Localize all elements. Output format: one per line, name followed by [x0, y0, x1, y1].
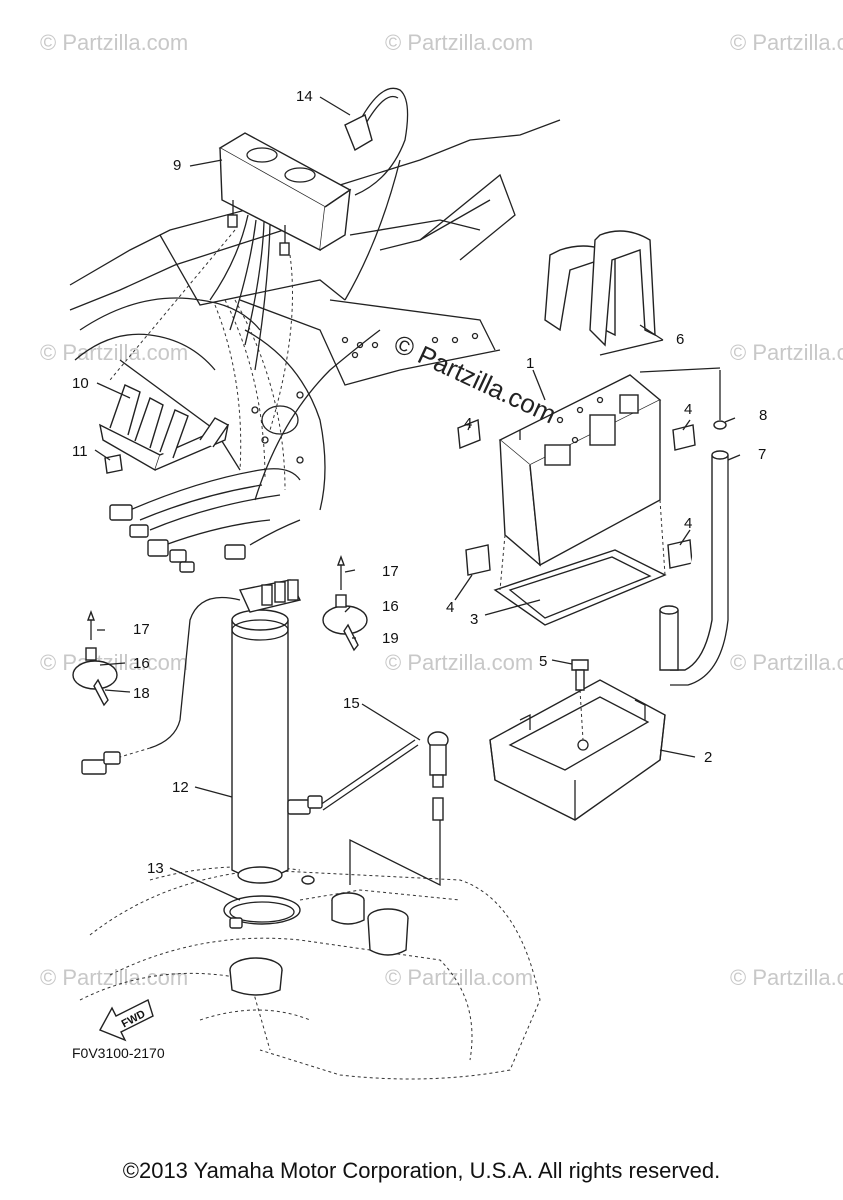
- callout-4: 4: [684, 401, 692, 418]
- callout-15: 15: [343, 695, 360, 712]
- watermark-layer: © Partzilla.com © Partzilla.com © Partzi…: [40, 30, 843, 990]
- hull-frame: [69, 119, 561, 511]
- callout-1: 1: [526, 355, 534, 372]
- callout-18: 18: [133, 685, 150, 702]
- callout-5: 5: [539, 653, 547, 670]
- callout-4: 4: [446, 599, 454, 616]
- callout-11: 11: [72, 443, 88, 460]
- callout-19: 19: [382, 630, 399, 647]
- callout-17: 17: [133, 621, 150, 638]
- part-12-fuel-sender: [81, 579, 302, 884]
- callout-8: 8: [759, 407, 767, 424]
- watermark: © Partzilla.com: [730, 965, 843, 990]
- watermark: © Partzilla.com: [730, 340, 843, 365]
- callout-4: 4: [464, 415, 472, 432]
- part-6-battery-straps: [544, 230, 656, 347]
- part-13-clamp: [223, 895, 301, 996]
- callout-3: 3: [470, 611, 478, 628]
- diagram-code: F0V3100-2170: [72, 1045, 165, 1061]
- fwd-arrow-icon: FWD: [99, 999, 154, 1042]
- callout-2: 2: [704, 749, 712, 766]
- wiring-harness: [109, 468, 301, 573]
- part-4-pads: [457, 419, 696, 576]
- watermark: © Partzilla.com: [385, 650, 533, 675]
- center-watermark: © Partzilla.com: [389, 328, 560, 429]
- callout-7: 7: [758, 446, 766, 463]
- part-9-gauge-housing: [109, 87, 409, 431]
- watermark: © Partzilla.com: [385, 965, 533, 990]
- part-16-clamp-left: [72, 610, 118, 707]
- callout-14: 14: [296, 88, 313, 105]
- copyright-notice: ©2013 Yamaha Motor Corporation, U.S.A. A…: [122, 1158, 721, 1183]
- part-1-battery: [498, 367, 721, 567]
- part-15-sensor: [287, 731, 449, 956]
- callout-16: 16: [382, 598, 399, 615]
- callout-6: 6: [676, 331, 684, 348]
- part-16-clamp-middle: [322, 555, 368, 652]
- callout-labels: 1 2 3 4 4 4 4 5 6 7 8 9 10 11 12 13 14 1…: [72, 88, 767, 877]
- part-7-vent-hose: [659, 370, 729, 686]
- part-3-battery-mat: [493, 499, 667, 626]
- callout-13: 13: [147, 860, 164, 877]
- part-2-battery-box: [489, 659, 666, 821]
- watermark: © Partzilla.com: [385, 30, 533, 55]
- watermark: © Partzilla.com: [730, 30, 843, 55]
- watermark: © Partzilla.com: [40, 30, 188, 55]
- callout-16: 16: [133, 655, 150, 672]
- callout-9: 9: [173, 157, 181, 174]
- leader-lines: [94, 96, 741, 901]
- callout-12: 12: [172, 779, 189, 796]
- watermark: © Partzilla.com: [40, 340, 188, 365]
- watermark: © Partzilla.com: [730, 650, 843, 675]
- callout-10: 10: [72, 375, 89, 392]
- callout-17: 17: [382, 563, 399, 580]
- callout-4: 4: [684, 515, 692, 532]
- part-10-bracket: [99, 384, 230, 474]
